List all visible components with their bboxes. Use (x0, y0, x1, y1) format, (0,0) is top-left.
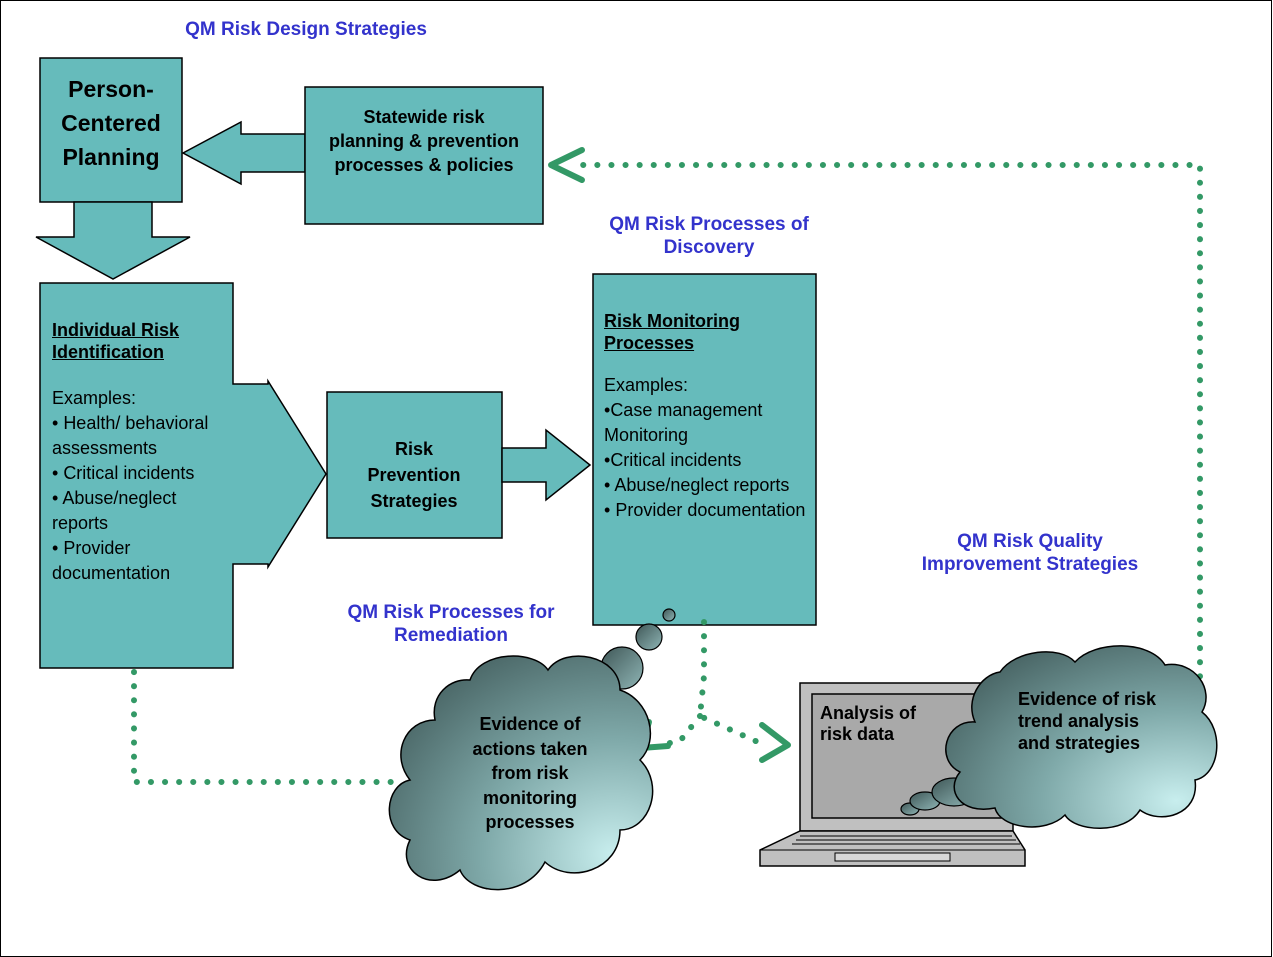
thought-bubble-medium (635, 623, 663, 651)
individual-risk-examples: Examples: • Health/ behavioral assessmen… (52, 386, 230, 586)
person-centered-box (39, 57, 183, 203)
heading-design-strategies: QM Risk Design Strategies (185, 19, 427, 40)
risk-prevention-label: Risk Prevention Strategies (367, 439, 461, 511)
heading-quality-improvement: QM Risk Quality Improvement Strategies (921, 531, 1139, 575)
risk-monitoring-examples: Examples: •Case management Monitoring •C… (604, 373, 814, 523)
dotted-line-monitoring-to-evidence (657, 713, 703, 748)
monitoring-examples-label: Examples: (604, 375, 689, 395)
heading-processes-for-remediation: QM Risk Processes for Remediation (347, 602, 555, 646)
statewide-label: Statewide risk planning & prevention pro… (328, 107, 519, 175)
individual-item-3: • Abuse/neglect reports (52, 488, 177, 533)
individual-risk-content: Individual Risk Identification Examples:… (52, 319, 230, 586)
dotted-line-monitoring-to-analysis (696, 619, 763, 746)
left-arrow (181, 120, 306, 186)
risk-monitoring-box (592, 273, 817, 626)
evidence-actions-cloud (388, 655, 654, 891)
risk-monitoring-title: Risk Monitoring Processes (604, 311, 740, 353)
risk-monitoring-content: Risk Monitoring Processes Examples: •Cas… (604, 310, 814, 523)
monitoring-item-2: •Critical incidents (604, 450, 742, 470)
person-centered-label: Person-Centered Planning (61, 76, 161, 170)
evidence-trend-cloud (945, 645, 1218, 829)
monitoring-item-3: • Abuse/neglect reports (604, 475, 790, 495)
risk-prevention-box (326, 391, 503, 539)
chevron-right-icon (759, 722, 791, 763)
individual-risk-box (39, 282, 327, 669)
monitoring-item-1: •Case management Monitoring (604, 400, 763, 445)
thought-bubble-small (662, 608, 676, 622)
chevron-left-icon (548, 147, 585, 183)
monitoring-item-4: • Provider documentation (604, 500, 806, 520)
evidence-actions-label: Evidence of actions taken from risk moni… (472, 714, 588, 832)
individual-examples-label: Examples: (52, 388, 137, 408)
analysis-label: Analysis of risk data (820, 703, 917, 744)
statewide-box (304, 86, 544, 225)
down-arrow (35, 201, 191, 280)
individual-item-1: • Health/ behavioral assessments (52, 413, 209, 458)
evidence-trend-label: Evidence of risk trend analysis and stra… (1018, 689, 1157, 753)
dotted-line-individual-to-evidence (131, 669, 403, 785)
right-arrow (501, 428, 592, 502)
individual-item-4: • Provider documentation (52, 538, 171, 583)
heading-processes-of-discovery: QM Risk Processes of Discovery (609, 214, 809, 258)
individual-item-2: • Critical incidents (52, 463, 195, 483)
individual-risk-title: Individual Risk Identification (52, 320, 180, 362)
